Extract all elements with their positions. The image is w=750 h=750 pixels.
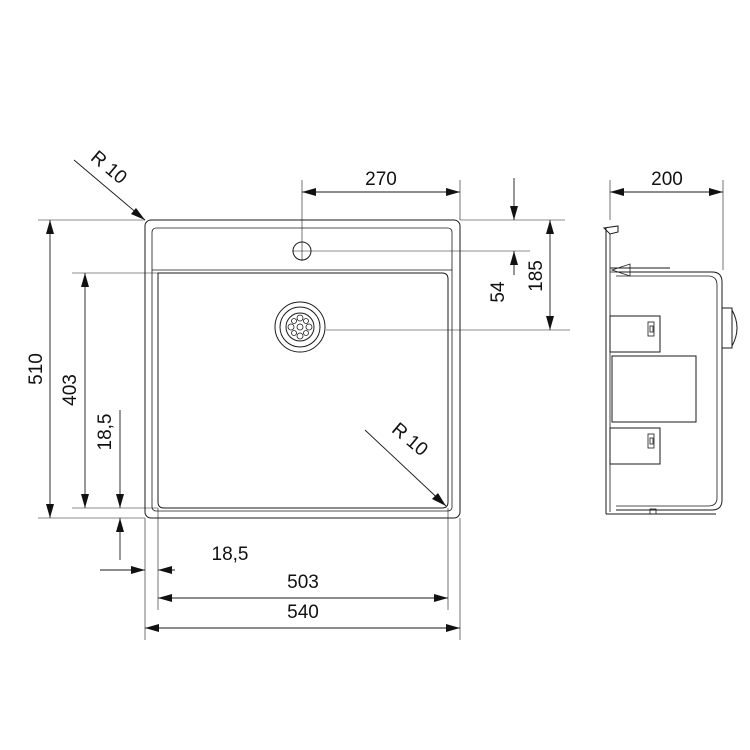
dim-label-200: 200: [651, 169, 683, 190]
dimension-labels: 270 200 18,5 503 540 510 403 18,5 54 185…: [26, 147, 683, 623]
extension-lines: [38, 180, 724, 640]
sink-outer-rim: [144, 219, 461, 519]
dim-label-510: 510: [26, 353, 47, 385]
radius-label-inner: R 10: [387, 419, 431, 461]
sink-body-profile: [616, 271, 723, 511]
dim-label-18-5-horizontal: 18,5: [212, 544, 249, 565]
dimension-lines: [46, 159, 723, 632]
dim-label-540: 540: [287, 602, 319, 623]
sink-inner-rim: [151, 227, 453, 512]
radius-label-outer: R 10: [86, 147, 130, 189]
dim-label-54: 54: [488, 281, 509, 303]
side-label-plate: [611, 355, 697, 423]
sink-side-view: [602, 225, 738, 515]
dim-label-403: 403: [60, 374, 81, 406]
dim-label-18-5-vertical: 18,5: [95, 414, 116, 451]
dim-label-185: 185: [526, 260, 547, 292]
drain-strainer-icon: [274, 301, 326, 353]
sink-top-view: [144, 219, 461, 519]
bowl-outline: [157, 272, 449, 509]
drain-outlet-icon: [721, 307, 738, 349]
dim-label-503: 503: [287, 572, 319, 593]
dim-label-270: 270: [365, 169, 397, 190]
mounting-bracket-upper: [609, 315, 661, 353]
mounting-bracket-lower: [609, 427, 661, 465]
